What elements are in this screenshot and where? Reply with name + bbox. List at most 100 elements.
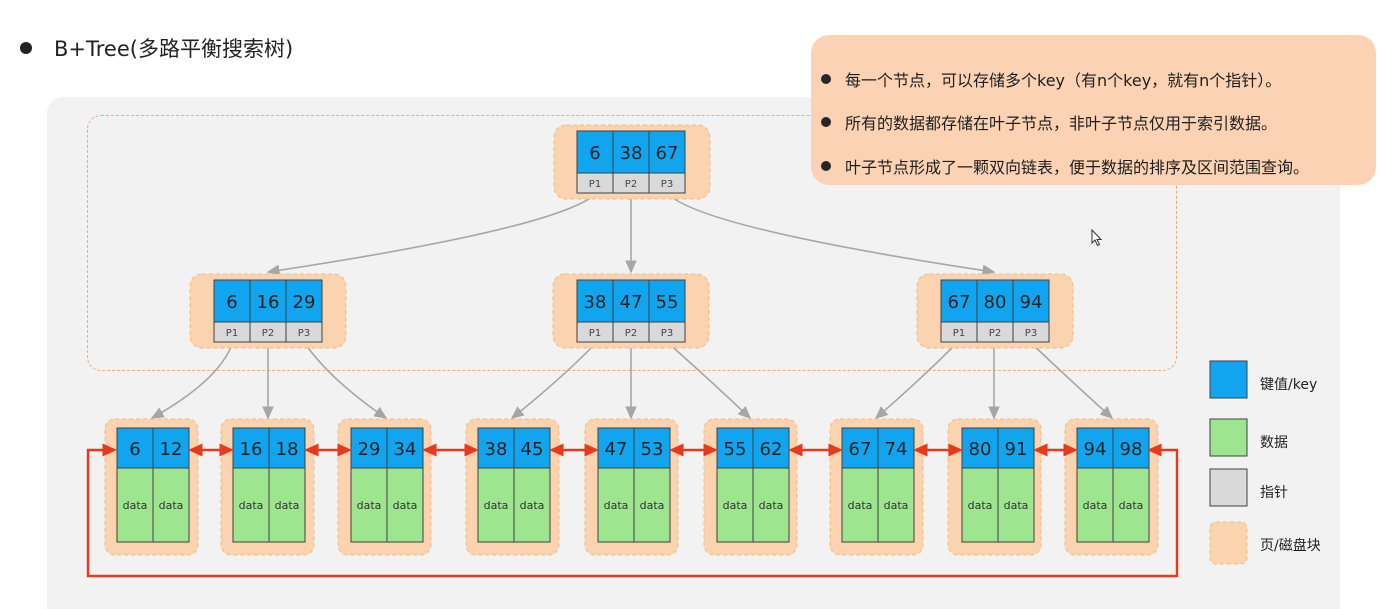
- key-cell: [576, 130, 614, 174]
- key-label: 94: [1020, 292, 1043, 313]
- pointer-label: P2: [625, 328, 637, 339]
- legend-item-page: 页/磁盘块: [1209, 521, 1321, 565]
- data-cell: [1076, 467, 1114, 543]
- data-label: data: [484, 499, 509, 512]
- pointer-label: P2: [989, 328, 1001, 339]
- data-cell: [716, 467, 754, 543]
- leaf-wraparound-link: [86, 443, 1179, 578]
- legend-swatch: [1209, 521, 1248, 565]
- data-label: data: [884, 499, 909, 512]
- data-label: data: [640, 499, 665, 512]
- data-label: data: [159, 499, 184, 512]
- page-title-row: B+Tree(多路平衡搜索树): [20, 30, 293, 66]
- leaf-linked-list: [86, 443, 1179, 578]
- pointer-label: P2: [625, 179, 637, 190]
- data-cell: [268, 467, 306, 543]
- leaf-node: 29 34 data data: [337, 418, 432, 556]
- key-label: 12: [160, 439, 183, 460]
- key-cell: [648, 130, 686, 174]
- key-label: 94: [1084, 439, 1107, 460]
- data-cell: [386, 467, 424, 543]
- key-label: 6: [226, 292, 237, 313]
- bullet-icon: [821, 160, 831, 171]
- key-label: 55: [724, 439, 747, 460]
- page-title: B+Tree(多路平衡搜索树): [54, 37, 294, 61]
- child-pointer-arrow: [666, 192, 996, 276]
- data-cell: [116, 467, 154, 543]
- data-label: data: [604, 499, 629, 512]
- key-label: 16: [257, 292, 280, 313]
- data-cell: [997, 467, 1035, 543]
- key-label: 98: [1120, 439, 1143, 460]
- key-cell: [612, 130, 650, 174]
- data-cell: [841, 467, 879, 543]
- note-text: 所有的数据都存储在叶子节点，非叶子节点仅用于索引数据。: [845, 114, 1278, 134]
- legend-item-pointer: 指针: [1209, 468, 1288, 507]
- key-label: 29: [358, 439, 381, 460]
- note-item: 叶子节点形成了一颗双向链表，便于数据的排序及区间范围查询。: [821, 144, 1376, 188]
- notes-callout: 每一个节点，可以存储多个key（有n个key，就有n个指针）。 所有的数据都存储…: [811, 35, 1376, 185]
- key-label: 38: [584, 292, 607, 313]
- data-label: data: [393, 499, 418, 512]
- key-label: 47: [605, 439, 628, 460]
- note-text: 叶子节点形成了一颗双向链表，便于数据的排序及区间范围查询。: [845, 157, 1310, 177]
- data-label: data: [1119, 499, 1144, 512]
- key-label: 80: [984, 292, 1007, 313]
- note-item: 每一个节点，可以存储多个key（有n个key，就有n个指针）。: [821, 57, 1376, 101]
- pointer-label: P3: [298, 328, 310, 339]
- key-label: 47: [620, 292, 643, 313]
- legend-label: 键值/key: [1260, 377, 1317, 393]
- data-label: data: [759, 499, 784, 512]
- key-label: 38: [485, 439, 508, 460]
- legend-swatch: [1209, 418, 1248, 457]
- child-pointer-arrow: [666, 341, 752, 419]
- key-label: 34: [394, 439, 417, 460]
- child-pointer-arrow: [874, 341, 959, 419]
- legend-label: 数据: [1260, 435, 1288, 451]
- data-cell: [597, 467, 635, 543]
- pointer-label: P2: [262, 328, 274, 339]
- key-label: 80: [969, 439, 992, 460]
- data-label: data: [848, 499, 873, 512]
- data-cell: [1112, 467, 1150, 543]
- pointer-label: P3: [661, 179, 673, 190]
- child-pointer-arrow: [510, 341, 598, 419]
- key-label: 38: [620, 143, 643, 164]
- pointer-label: P1: [226, 328, 238, 339]
- child-pointer-arrow: [266, 192, 598, 276]
- key-cell: [213, 279, 251, 323]
- child-pointer-arrow: [150, 341, 234, 419]
- data-cell: [877, 467, 915, 543]
- child-pointer-arrow: [303, 341, 388, 419]
- note-text: 每一个节点，可以存储多个key（有n个key，就有n个指针）。: [845, 70, 1282, 90]
- pointer-cell: [1012, 321, 1050, 343]
- pointer-cell: [648, 172, 686, 194]
- pointer-label: P3: [661, 328, 673, 339]
- key-label: 18: [276, 439, 299, 460]
- legend-swatch: [1209, 468, 1248, 507]
- key-label: 67: [656, 143, 679, 164]
- pointer-label: P1: [953, 328, 965, 339]
- data-label: data: [123, 499, 148, 512]
- bullet-icon: [821, 73, 831, 84]
- key-cell: [576, 279, 614, 323]
- tree-edges: [150, 192, 1114, 420]
- key-cell: [612, 279, 650, 323]
- pointer-cell: [285, 321, 323, 343]
- key-cell: [249, 279, 287, 323]
- data-label: data: [1004, 499, 1029, 512]
- key-label: 67: [849, 439, 872, 460]
- data-cell: [633, 467, 671, 543]
- data-label: data: [968, 499, 993, 512]
- data-label: data: [357, 499, 382, 512]
